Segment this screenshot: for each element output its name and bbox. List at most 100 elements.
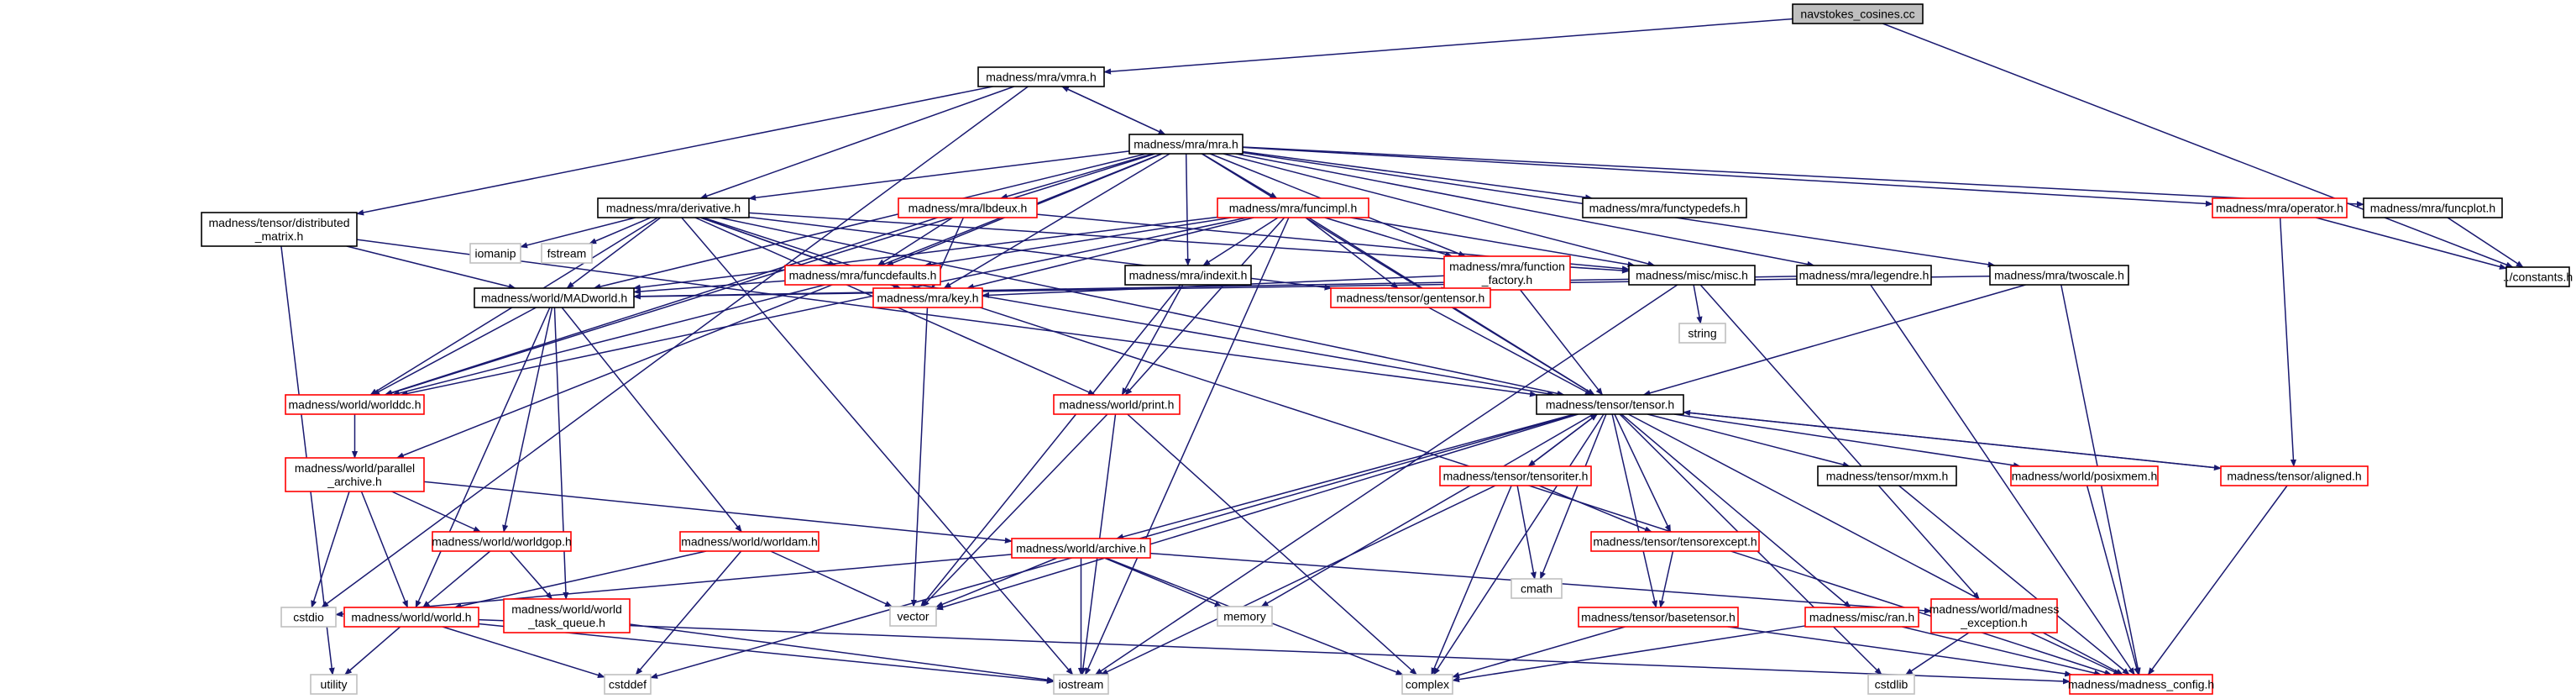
node-label-complex: complex (1406, 678, 1449, 691)
node-worldgop[interactable]: madness/world/worldgop.h (432, 531, 572, 552)
node-fstream[interactable]: fstream (541, 243, 593, 264)
edge-mra-to-lbdeux (999, 153, 1154, 200)
node-tensor[interactable]: madness/tensor/tensor.h (1536, 394, 1684, 415)
node-box-vmra (977, 66, 1105, 87)
edge-tensor-to-madness_config (1627, 413, 2123, 675)
node-box-tensoriter (1439, 465, 1592, 486)
node-complex[interactable]: complex (1401, 674, 1453, 695)
node-madness_config[interactable]: madness/madness_config.h (2068, 674, 2214, 695)
edge-tensoriter-to-tensorexcept (1538, 485, 1652, 533)
node-worlddc[interactable]: madness/world/worlddc.h (285, 394, 425, 415)
node-indexit[interactable]: madness/mra/indexit.h (1124, 265, 1252, 286)
node-funcplot[interactable]: madness/mra/funcplot.h (2363, 197, 2503, 218)
node-iostream[interactable]: iostream (1053, 674, 1109, 695)
node-functypedefs[interactable]: madness/mra/functypedefs.h (1582, 197, 1747, 218)
node-madness_exception[interactable]: madness/world/madness_exception.h (1929, 598, 2060, 633)
node-root[interactable]: navstokes_cosines.cc (1792, 3, 1924, 24)
edge-indexit-to-vector (920, 284, 1181, 607)
edge-mra-to-operator (1242, 146, 2213, 207)
edges-layer (280, 18, 2524, 685)
node-cstdlib[interactable]: cstdlib (1867, 674, 1915, 695)
node-box-mxm (1817, 465, 1957, 486)
node-lbdeux[interactable]: madness/mra/lbdeux.h (898, 197, 1038, 218)
node-funcdefaults[interactable]: madness/mra/funcdefaults.h (784, 265, 941, 286)
edge-tensoriter-to-iostream (1100, 485, 1496, 675)
node-legendre[interactable]: madness/mra/legendre.h (1796, 265, 1932, 286)
node-world[interactable]: madness/world/world.h (343, 607, 479, 628)
edge-funcplot-to-constants (2447, 217, 2524, 268)
edge-parallel_archive-to-worldgop (391, 491, 482, 533)
node-string[interactable]: string (1678, 323, 1726, 344)
node-label-worldam: madness/world/worldam.h (681, 535, 818, 549)
edge-tensor-to-posixmem (1673, 413, 2021, 469)
node-function_factory[interactable]: madness/mra/function_factory.h (1443, 255, 1571, 291)
node-constants[interactable]: ../constants.h (2503, 266, 2573, 287)
node-tensorexcept[interactable]: madness/tensor/tensorexcept.h (1590, 531, 1760, 552)
node-cstdio[interactable]: cstdio (280, 607, 337, 628)
node-gentensor[interactable]: madness/tensor/gentensor.h (1330, 287, 1491, 308)
node-label-tensorexcept: madness/tensor/tensorexcept.h (1593, 535, 1757, 549)
edge-worldgop-to-task_queue (510, 550, 553, 600)
node-archive[interactable]: madness/world/archive.h (1011, 538, 1151, 559)
node-operator[interactable]: madness/mra/operator.h (2212, 197, 2348, 218)
node-box-root (1792, 3, 1924, 24)
node-utility[interactable]: utility (310, 674, 358, 695)
node-vector[interactable]: vector (889, 606, 937, 627)
edge-world-to-cstddef (442, 626, 605, 678)
edge-mra-to-indexit (1185, 153, 1191, 266)
node-label-basetensor: madness/tensor/basetensor.h (1581, 611, 1736, 624)
node-parallel_archive[interactable]: madness/world/parallel_archive.h (285, 457, 425, 492)
node-label-iostream: iostream (1059, 678, 1104, 691)
edge-lbdeux-to-funcdefaults (877, 217, 953, 266)
node-print[interactable]: madness/world/print.h (1053, 394, 1181, 415)
edge-indexit-to-print (1121, 284, 1184, 396)
node-derivative[interactable]: madness/mra/derivative.h (597, 197, 750, 218)
edge-function_factory-to-key (982, 275, 1445, 298)
node-box-memory (1217, 606, 1273, 627)
node-box-funcplot (2363, 197, 2503, 218)
node-key[interactable]: madness/mra/key.h (872, 287, 983, 308)
node-task_queue[interactable]: madness/world/world_task_queue.h (503, 598, 631, 633)
node-funcimpl[interactable]: madness/mra/funcimpl.h (1217, 197, 1369, 218)
node-box-gentensor (1330, 287, 1491, 308)
edge-root-to-constants (1882, 23, 2514, 268)
edge-madworld-to-worldam (561, 307, 742, 533)
node-box-mra (1128, 134, 1243, 155)
edge-vmra-to-derivative (699, 86, 1014, 199)
node-posixmem[interactable]: madness/world/posixmem.h (2010, 465, 2159, 486)
node-box-cstddef (604, 674, 652, 695)
node-misc[interactable]: madness/misc/misc.h (1628, 265, 1756, 286)
node-box-vector (889, 606, 937, 627)
node-mxm[interactable]: madness/tensor/mxm.h (1817, 465, 1957, 486)
node-worldam[interactable]: madness/world/worldam.h (679, 531, 819, 552)
node-box-madness_config (2069, 674, 2213, 695)
node-label-legendre: madness/mra/legendre.h (1799, 269, 1929, 282)
node-ran[interactable]: madness/misc/ran.h (1804, 607, 1919, 628)
node-box-twoscale (1989, 265, 2129, 286)
node-basetensor[interactable]: madness/tensor/basetensor.h (1578, 607, 1739, 628)
node-cstddef[interactable]: cstddef (604, 674, 652, 695)
node-vmra[interactable]: madness/mra/vmra.h (977, 66, 1105, 87)
node-label-worldgop: madness/world/worldgop.h (432, 535, 572, 549)
node-box-derivative (597, 197, 750, 218)
node-memory[interactable]: memory (1217, 606, 1273, 627)
edge-tensoriter-to-complex (1431, 485, 1512, 675)
node-aligned[interactable]: madness/tensor/aligned.h (2220, 465, 2369, 486)
edge-misc-to-iostream (1094, 284, 1678, 675)
node-label-tensoriter: madness/tensor/tensoriter.h (1443, 470, 1589, 483)
node-cmath[interactable]: cmath (1511, 578, 1563, 599)
nodes-layer: navstokes_cosines.cc madness/mra/vmra.h ma… (201, 3, 2573, 695)
node-label-madworld: madness/world/MADworld.h (481, 292, 627, 305)
node-box-cstdio (280, 607, 337, 628)
edge-derivative-to-fstream (589, 217, 652, 244)
edge-ran-to-madness_config (1902, 626, 2102, 676)
node-madworld[interactable]: madness/world/MADworld.h (474, 287, 635, 308)
node-distmatrix[interactable]: madness/tensor/distributed_matrix.h (201, 212, 358, 247)
edge-posixmem-to-madness_config (2086, 485, 2140, 675)
node-twoscale[interactable]: madness/mra/twoscale.h (1989, 265, 2129, 286)
edge-mra-to-functypedefs (1242, 150, 1594, 201)
node-mra[interactable]: madness/mra/mra.h (1128, 134, 1243, 155)
node-tensoriter[interactable]: madness/tensor/tensoriter.h (1439, 465, 1592, 486)
node-box-ran (1804, 607, 1919, 628)
node-iomanip[interactable]: iomanip (469, 243, 521, 264)
